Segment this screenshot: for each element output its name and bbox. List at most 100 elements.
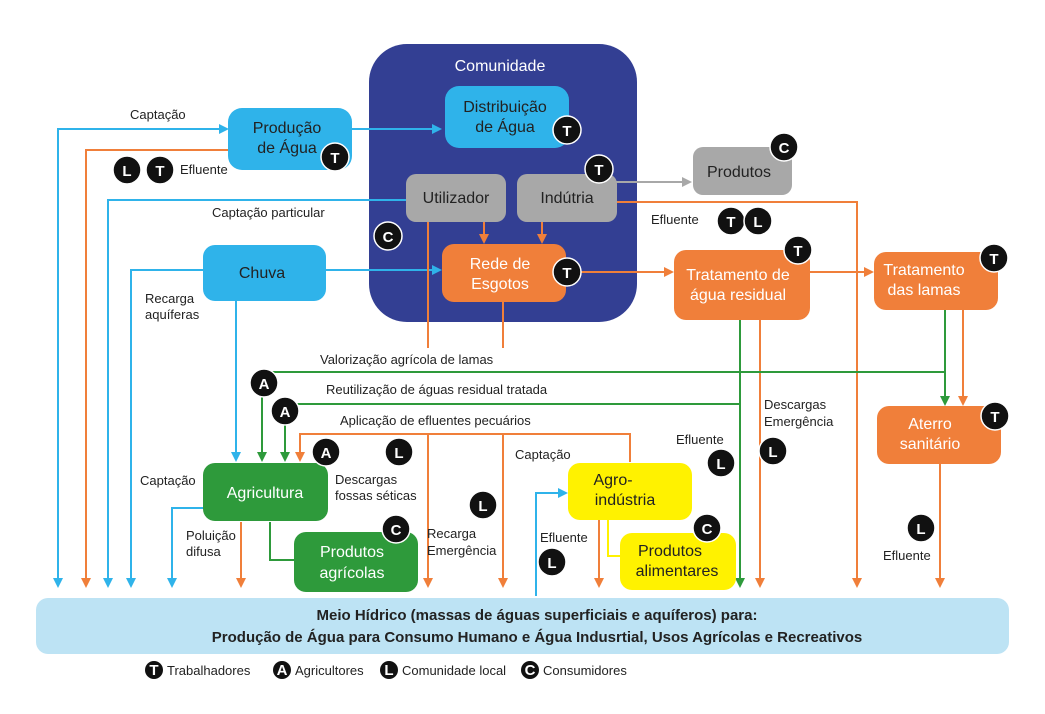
badge-t-icon: T — [979, 243, 1009, 273]
svg-text:Chuva: Chuva — [239, 265, 285, 282]
svg-text:L: L — [768, 444, 777, 461]
badge-l-icon: L — [384, 437, 414, 467]
svg-text:Indútria: Indútria — [540, 190, 593, 207]
label-efluente-aterro: Efluente — [883, 548, 931, 563]
node-agroindustria: Agro-indústria — [568, 463, 692, 520]
label-efluente-ind: Efluente — [651, 212, 699, 227]
svg-text:L: L — [394, 445, 403, 462]
arrow-efluente-industria — [616, 201, 862, 588]
label-captacao-particular: Captação particular — [212, 205, 325, 220]
label-efluente-agro: Efluente — [540, 530, 588, 545]
svg-text:L: L — [916, 521, 925, 538]
label-efluente-mid: Efluente — [676, 432, 724, 447]
svg-text:A: A — [280, 404, 291, 421]
label-captacao-agri: Captação — [140, 473, 196, 488]
node-utilizador: Utilizador — [406, 174, 506, 222]
badge-l-icon: L — [906, 513, 936, 543]
badge-l-icon: L — [706, 448, 736, 478]
label-aplicacao: Aplicação de efluentes pecuários — [340, 413, 531, 428]
svg-text:Consumidores: Consumidores — [543, 663, 627, 678]
community-title: Comunidade — [455, 58, 546, 75]
badge-c-icon: C — [373, 221, 403, 251]
svg-text:T: T — [149, 662, 158, 679]
svg-text:A: A — [259, 376, 270, 393]
svg-text:Produção de Água para Consumo: Produção de Água para Consumo Humano e Á… — [212, 629, 862, 646]
badge-a-icon: A — [249, 368, 279, 398]
node-produtos: Produtos — [693, 147, 792, 195]
svg-text:T: T — [330, 150, 339, 167]
badge-t-icon: T — [320, 142, 350, 172]
label-reutilizacao: Reutilização de águas residual tratada — [326, 382, 548, 397]
badge-c-icon: C — [692, 513, 722, 543]
badge-a-icon: A — [270, 396, 300, 426]
legend-item-c: C Consumidores — [521, 661, 627, 679]
badge-t-icon: T — [980, 401, 1010, 431]
svg-text:T: T — [726, 214, 735, 231]
svg-text:Comunidade local: Comunidade local — [402, 663, 506, 678]
badge-l-icon: L — [537, 547, 567, 577]
svg-text:Produtos: Produtos — [707, 164, 771, 181]
badge-l-icon: L — [468, 490, 498, 520]
arrow-captacao-top — [57, 124, 229, 583]
legend: T Trabalhadores A Agricultores L Comunid… — [145, 661, 627, 679]
svg-text:T: T — [155, 163, 164, 180]
svg-text:L: L — [547, 555, 556, 572]
svg-text:T: T — [990, 409, 999, 426]
arrow-efluente-producao — [81, 149, 228, 588]
badge-t-icon: T — [145, 155, 175, 185]
label-efluente-prod: Efluente — [180, 162, 228, 177]
svg-text:Utilizador: Utilizador — [423, 190, 490, 207]
svg-text:Agro-indústria: Agro-indústria — [593, 472, 655, 509]
label-captacao-agro: Captação — [515, 447, 571, 462]
svg-text:C: C — [525, 662, 536, 679]
svg-text:L: L — [716, 456, 725, 473]
legend-item-l: L Comunidade local — [380, 661, 506, 679]
label-valorizacao: Valorização agrícola de lamas — [320, 352, 494, 367]
svg-text:T: T — [562, 123, 571, 140]
svg-text:T: T — [793, 243, 802, 260]
badge-l-icon: L — [743, 206, 773, 236]
svg-text:L: L — [122, 163, 131, 180]
legend-item-t: T Trabalhadores — [145, 661, 251, 679]
svg-text:T: T — [989, 251, 998, 268]
svg-text:T: T — [562, 265, 571, 282]
arrow-poluicao-difusa — [167, 507, 203, 588]
svg-text:T: T — [594, 162, 603, 179]
svg-text:C: C — [779, 140, 790, 157]
badge-c-icon: C — [769, 132, 799, 162]
svg-text:A: A — [321, 445, 332, 462]
svg-text:L: L — [478, 498, 487, 515]
arrow-aplicacao-efluentes — [295, 433, 631, 462]
badge-c-icon: C — [381, 514, 411, 544]
svg-text:C: C — [383, 229, 394, 246]
svg-text:L: L — [753, 214, 762, 231]
arrow-lamas-valorizacao — [257, 310, 946, 462]
arrow-reutilizacao — [280, 318, 741, 462]
svg-text:A: A — [277, 662, 288, 679]
arrow-captacao-agro — [535, 488, 568, 596]
svg-text:C: C — [702, 521, 713, 538]
arrow-agro-produtos — [607, 520, 620, 557]
badge-t-icon: T — [716, 206, 746, 236]
meio-hidrico-box: Meio Hídrico (massas de águas superficia… — [36, 598, 1009, 654]
badge-l-icon: L — [112, 155, 142, 185]
badge-t-icon: T — [584, 154, 614, 184]
svg-text:L: L — [384, 662, 393, 679]
